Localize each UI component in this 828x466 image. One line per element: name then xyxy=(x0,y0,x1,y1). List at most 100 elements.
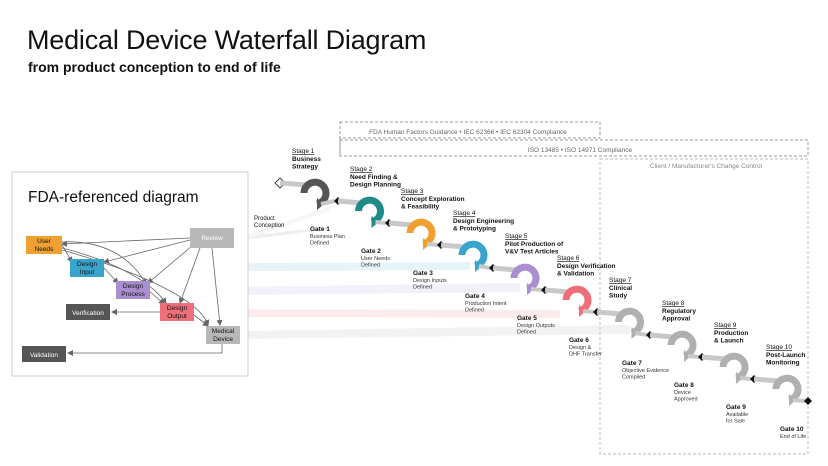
fda-compliance-label: FDA Human Factors Guidance • IEC 62366 •… xyxy=(369,129,567,136)
stage-number: Stage 1 xyxy=(292,148,315,155)
verification-box: Verification xyxy=(66,304,110,320)
svg-text:Design: Design xyxy=(123,283,144,290)
stage-name: Pilot Production of xyxy=(505,241,564,248)
svg-text:Needs: Needs xyxy=(35,246,55,253)
stage-name: Business xyxy=(292,156,321,163)
gate-description: Device xyxy=(674,390,691,396)
stage-name: Concept Exploration xyxy=(401,196,465,203)
gate-description: Available xyxy=(726,412,748,418)
gate-description: Approved xyxy=(674,397,698,403)
svg-text:Process: Process xyxy=(121,291,145,298)
gate-description: End of Life xyxy=(780,434,806,440)
gate-number: Gate 7 xyxy=(622,360,642,367)
stage-number: Stage 7 xyxy=(609,277,632,284)
gate-description: Defined xyxy=(361,263,380,269)
stage-name: Monitoring xyxy=(766,360,800,367)
svg-text:User: User xyxy=(37,238,52,245)
change-control-label: Client / Manufacturer's Change Control xyxy=(650,163,763,170)
gate-number: Gate 1 xyxy=(310,226,330,233)
gate-description: Defined xyxy=(517,330,536,336)
gate-description: Business Plan xyxy=(310,234,345,240)
gate-description: DHF Transfer xyxy=(569,352,602,358)
gate-description: Compiled xyxy=(622,375,645,381)
stage-number: Stage 8 xyxy=(662,300,685,307)
page-subtitle: from product conception to end of life xyxy=(28,59,281,75)
stage-name: Design Verification xyxy=(557,263,616,270)
gate-description: for Sale xyxy=(726,419,745,425)
svg-text:Conception: Conception xyxy=(254,223,284,229)
stage-name: Regulatory xyxy=(662,308,696,315)
svg-text:Device: Device xyxy=(213,336,233,343)
stage-name: Study xyxy=(609,293,627,300)
svg-text:Verification: Verification xyxy=(72,310,104,317)
gate-number: Gate 9 xyxy=(726,404,746,411)
fda-panel-title: FDA-referenced diagram xyxy=(28,189,199,206)
stage-name: Strategy xyxy=(292,164,318,171)
stage-number: Stage 4 xyxy=(453,210,476,217)
gate-number: Gate 3 xyxy=(413,270,433,277)
gate-description: Defined xyxy=(413,285,432,291)
gate-diamond-icon xyxy=(804,397,812,405)
svg-text:Design: Design xyxy=(167,305,188,312)
stage-name: & Launch xyxy=(714,338,744,345)
review-box: Review xyxy=(190,228,234,248)
compliance-bars: FDA Human Factors Guidance • IEC 62366 •… xyxy=(339,121,809,455)
gate-number: Gate 6 xyxy=(569,337,589,344)
user-needs-box: User Needs xyxy=(26,236,62,254)
gate-description: Production Intent xyxy=(465,301,507,307)
fda-panel: FDA-referenced diagram User Needs Review xyxy=(11,171,249,377)
gate-description: Design Outputs xyxy=(517,323,555,329)
page-title: Medical Device Waterfall Diagram xyxy=(27,25,427,55)
gate-number: Gate 4 xyxy=(465,293,485,300)
svg-text:Review: Review xyxy=(201,235,223,242)
stage-name: Approval xyxy=(662,316,690,323)
svg-text:Medical: Medical xyxy=(212,328,235,335)
stage-name: Design Planning xyxy=(350,182,401,189)
stage-name: Design Engineering xyxy=(453,218,514,225)
svg-text:Validation: Validation xyxy=(30,352,58,359)
stage-name: & Feasibility xyxy=(401,204,440,211)
design-input-box: Design Input xyxy=(70,259,104,277)
gate-description: Defined xyxy=(465,308,484,314)
gate-description: Design Inputs xyxy=(413,278,447,284)
gate-description: User Needs xyxy=(361,256,390,262)
stage-name: Clinical xyxy=(609,285,632,292)
validation-box: Validation xyxy=(22,346,66,362)
stage-name: Post-Launch xyxy=(766,352,805,359)
stage-number: Stage 9 xyxy=(714,322,737,329)
svg-text:Design: Design xyxy=(77,261,98,268)
stage-name: V&V Test Articles xyxy=(505,249,559,256)
design-output-box: Design Output xyxy=(160,303,194,321)
gate-number: Gate 2 xyxy=(361,248,381,255)
stage-number: Stage 3 xyxy=(401,188,424,195)
stage-number: Stage 6 xyxy=(557,255,580,262)
gate-description: Defined xyxy=(310,241,329,247)
stage-number: Stage 10 xyxy=(766,344,792,351)
stage-number: Stage 5 xyxy=(505,233,528,240)
gate-number: Gate 10 xyxy=(780,426,804,433)
svg-text:Input: Input xyxy=(80,269,95,276)
design-process-box: Design Process xyxy=(116,281,150,299)
stage-name: & Validation xyxy=(557,271,594,278)
medical-device-box: Medical Device xyxy=(206,326,240,344)
gate-number: Gate 5 xyxy=(517,315,537,322)
product-conception: Product Conception xyxy=(254,177,286,229)
stage-name: Production xyxy=(714,330,748,337)
stage-name: & Prototyping xyxy=(453,226,496,233)
svg-text:Output: Output xyxy=(167,313,187,320)
